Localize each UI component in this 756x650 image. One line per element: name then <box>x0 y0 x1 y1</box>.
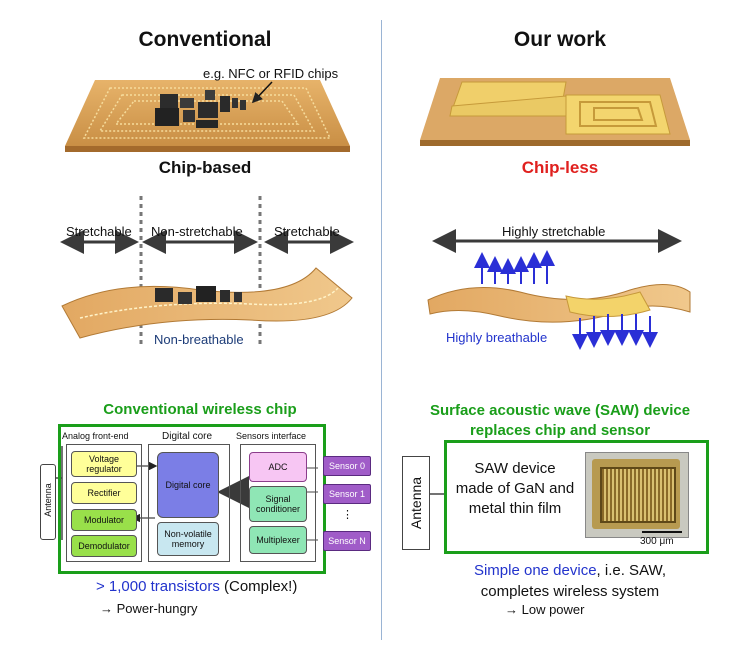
transistor-count-note: (Complex!) <box>219 578 298 595</box>
saw-device-text: SAW device made of GaN and metal thin fi… <box>455 460 575 517</box>
simple-device-label: Simple one device <box>473 562 597 579</box>
transistor-count-value: > 1,000 transistors <box>96 578 220 595</box>
saw-title-line2: replaces chip and sensor <box>469 422 651 439</box>
stretched-saw-film <box>427 283 691 323</box>
saw-device-frame <box>444 440 709 554</box>
scale-bar-label: 300 μm <box>640 536 674 547</box>
right-antenna-label: Antenna <box>408 476 424 530</box>
left-antenna-box: Antenna <box>40 464 56 540</box>
simple-device-note: , i.e. SAW, <box>596 562 667 579</box>
saw-title: Surface acoustic wave (SAW) device repla… <box>400 401 720 441</box>
saw-summary: Simple one device, i.e. SAW, completes w… <box>420 560 720 602</box>
saw-device-micrograph <box>585 452 689 538</box>
chip-callout: e.g. NFC or RFID chips <box>203 66 339 81</box>
highly-breathable-label: Highly breathable <box>446 330 548 345</box>
digital-core-block: Digital core <box>157 452 219 518</box>
stretched-chip-patch <box>61 267 353 339</box>
chip-based-board <box>65 80 350 152</box>
analog-front-end-title: Analog front-end <box>62 431 129 441</box>
left-antenna-label: Antenna <box>43 483 53 517</box>
scale-bar <box>642 531 682 533</box>
our-work-title: Our work <box>513 28 607 51</box>
right-antenna-box: Antenna <box>402 456 430 550</box>
digital-core-box <box>148 444 230 562</box>
demodulator-block: Demodulator <box>71 535 137 557</box>
modulator-block: Modulator <box>71 509 137 531</box>
rectifier-block: Rectifier <box>71 482 137 504</box>
sensor-0-block: Sensor 0 <box>323 456 371 476</box>
non-stretchable-label: Non-stretchable <box>151 224 243 239</box>
power-hungry-label: → Power-hungry <box>100 601 198 616</box>
voltage-regulator-block: Voltage regulator <box>71 451 137 477</box>
transistor-count: > 1,000 transistors (Complex!) <box>96 578 297 595</box>
digital-core-title: Digital core <box>162 431 213 442</box>
non-volatile-memory-block: Non-volatile memory <box>157 522 219 556</box>
conventional-wireless-title: Conventional wireless chip <box>103 401 297 418</box>
low-power-label: → Low power <box>505 602 585 617</box>
highly-stretchable-label: Highly stretchable <box>502 224 606 239</box>
sensor-1-block: Sensor 1 <box>323 484 371 504</box>
signal-conditioner-block: Signal conditioner <box>249 486 307 522</box>
sensor-ellipsis: ⋮ <box>342 509 353 521</box>
sensors-interface-title: Sensors interface <box>236 431 307 441</box>
chip-less-label: Chip-less <box>521 158 599 177</box>
multiplexer-block: Multiplexer <box>249 526 307 554</box>
panel-divider <box>381 20 382 640</box>
chip-less-board <box>420 78 690 146</box>
analog-front-end-box <box>66 444 142 562</box>
chip-based-label: Chip-based <box>158 158 252 177</box>
stretchable-right-label: Stretchable <box>274 224 340 239</box>
conventional-title: Conventional <box>138 28 272 51</box>
non-breathable-label: Non-breathable <box>154 332 244 347</box>
saw-title-line1: Surface acoustic wave (SAW) device <box>429 402 691 419</box>
breathable-arrows <box>474 250 658 350</box>
sensors-interface-box <box>240 444 316 562</box>
adc-block: ADC <box>249 452 307 482</box>
stretchable-left-label: Stretchable <box>66 224 132 239</box>
sensor-n-block: Sensor N <box>323 531 371 551</box>
completes-system-label: completes wireless system <box>480 583 660 600</box>
